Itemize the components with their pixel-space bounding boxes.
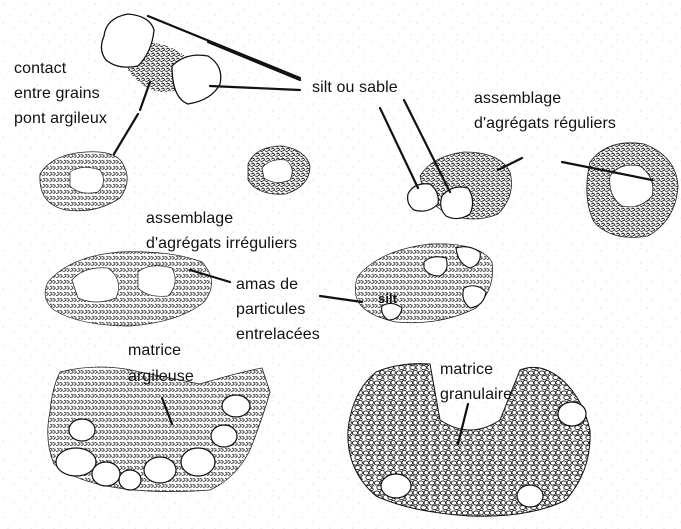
silt-grain-a [408,184,439,211]
label-silt: silt [378,287,397,310]
label-pont-argileux: pont argileux [14,107,107,130]
silt-grain-b [441,187,473,219]
label-entrelacees: entrelacées [236,323,320,346]
label-assemblage-irregular: assemblage [146,207,233,230]
label-particules: particules [236,298,305,321]
right-aggregate-ring [587,143,678,238]
label-entre-grains: entre grains [14,82,100,105]
label-contact: contact [14,57,66,80]
label-matrice-granulaire-1: matrice [440,358,493,381]
label-matrice-granulaire-2: granulaire [440,383,512,406]
label-matrice-argileuse-2: argileuse [128,365,194,388]
label-matrice-argileuse-1: matrice [128,339,181,362]
label-silt-ou-sable: silt ou sable [312,76,398,99]
label-agregats-irreguliers: d'agrégats irréguliers [146,232,297,255]
label-amas-de: amas de [236,273,298,296]
label-assemblage-regular: assemblage [474,87,561,110]
label-agregats-reguliers: d'agrégats réguliers [474,112,616,135]
